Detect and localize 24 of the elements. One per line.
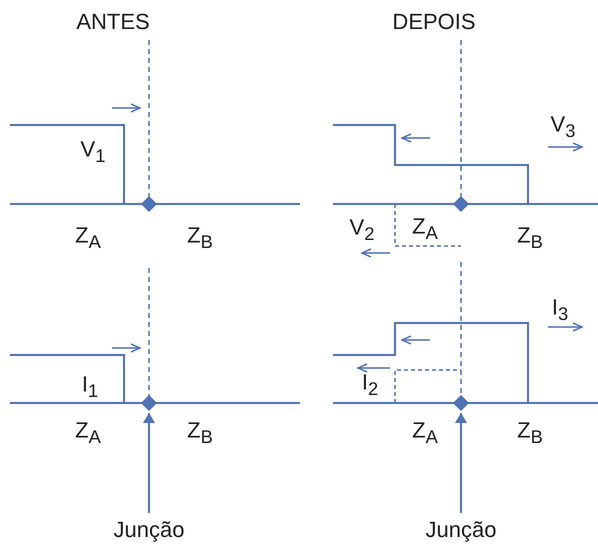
junction-diamond bbox=[453, 196, 469, 212]
junction-diamond bbox=[141, 196, 157, 212]
junction-diamond bbox=[141, 395, 157, 411]
impedance-label: Z$_{B}$ bbox=[187, 420, 213, 446]
impedance-label: Z$_{B}$ bbox=[517, 420, 543, 446]
current-label: I$_{1}$ bbox=[82, 374, 98, 400]
impedance-label: Z$_{A}$ bbox=[412, 216, 438, 242]
impedance-label: Z$_{B}$ bbox=[517, 224, 543, 252]
current-label: I$_{3}$ bbox=[552, 296, 568, 324]
arrow bbox=[455, 413, 467, 513]
impedance-label: Z$_{A}$ bbox=[75, 420, 101, 446]
junction-diamond bbox=[453, 395, 469, 411]
junction-label: Junção bbox=[426, 519, 496, 541]
impedance-label: Z$_{A}$ bbox=[412, 420, 438, 446]
arrow bbox=[143, 413, 155, 513]
impedance-label: Z$_{B}$ bbox=[187, 224, 213, 252]
voltage-label: V$_{3}$ bbox=[550, 114, 576, 140]
current-label: I$_{2}$ bbox=[362, 372, 378, 398]
impedance-label: Z$_{A}$ bbox=[75, 224, 101, 252]
heading: ANTES bbox=[76, 11, 150, 33]
junction-label: Junção bbox=[114, 519, 184, 541]
voltage-label: V$_{1}$ bbox=[80, 138, 106, 166]
heading: DEPOIS bbox=[392, 11, 476, 33]
voltage-label: V$_{2}$ bbox=[350, 216, 374, 244]
